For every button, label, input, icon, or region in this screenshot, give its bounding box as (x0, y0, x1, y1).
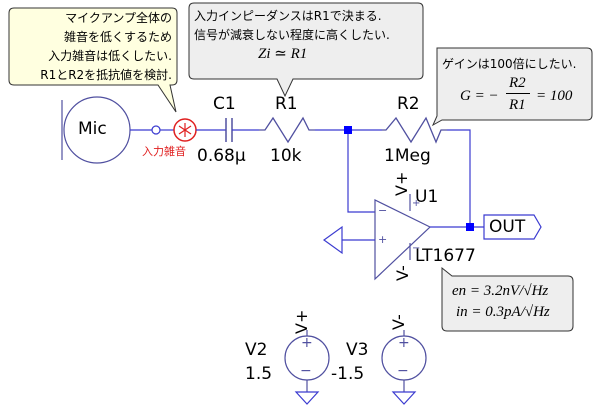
r1-name: R1 (275, 94, 298, 114)
junction-node (344, 126, 352, 134)
gain-note-line: ゲインは100倍にしたい. (442, 57, 577, 71)
v2-value: 1.5 (245, 364, 273, 384)
u1-name: U1 (415, 187, 439, 207)
r2-value: 1Meg (384, 146, 431, 166)
impedance-note-line: 入力インピーダンスはR1で決まる. (194, 9, 382, 23)
terminal-node[interactable] (151, 125, 161, 135)
noise-spec-text: en = 3.2nV/√Hz in = 0.3pA/√Hz (452, 281, 550, 323)
v2-net-label: V+ (292, 309, 311, 334)
gain-formula-numerator: R2 (509, 75, 526, 91)
balloon-noise-note (8, 7, 178, 113)
ground-flag-icon (322, 225, 343, 255)
v3-net-label: V- (389, 314, 408, 330)
u1-vminus-label: V- (393, 265, 412, 281)
u1-vplus-pin-mark: + (412, 198, 421, 209)
gain-formula-right: = 100 (536, 88, 573, 104)
v3-minus-icon: − (397, 363, 409, 379)
c1-name: C1 (213, 94, 236, 114)
gain-note-text: ゲインは100倍にしたい. G = − R2 R1 = 100 (442, 55, 576, 116)
ground-icon (294, 391, 320, 405)
noise-note-line: 雑音を低くするため (63, 30, 172, 44)
v2-plus-icon: + (301, 335, 313, 351)
noise-note-text: マイクアンプ全体の 雑音を低くするため 入力雑音は低くしたい. R1とR2を抵抗… (40, 9, 172, 85)
noise-note-line: マイクアンプ全体の (65, 11, 172, 25)
current-noise-density: in = 0.3pA/√Hz (456, 304, 550, 320)
balloon-noise-spec (441, 266, 574, 332)
wire (447, 129, 471, 226)
junction-node (466, 223, 474, 231)
out-port-flag[interactable] (483, 214, 542, 240)
asterisk-icon (178, 123, 192, 137)
mic-label: Mic (78, 119, 107, 139)
impedance-formula: Zi ≃ R1 (258, 46, 308, 62)
v3-value: -1.5 (331, 364, 365, 384)
c1-value: 0.68μ (197, 146, 246, 166)
resistor-r1[interactable] (259, 116, 315, 144)
resistor-r2[interactable] (382, 116, 447, 144)
voltage-noise-density: en = 3.2nV/√Hz (452, 283, 549, 299)
u1-vplus-label: V+ (392, 171, 411, 196)
u1-noninverting-pin: + (378, 233, 388, 246)
u1-model: LT1677 (415, 246, 476, 266)
fraction-bar (506, 93, 530, 94)
gain-formula-denominator: R1 (509, 97, 526, 113)
v3-plus-icon: + (398, 335, 410, 351)
r1-value: 10k (270, 146, 302, 166)
v2-minus-icon: − (300, 363, 312, 379)
noise-note-line: R1とR2を抵抗値を検討. (40, 68, 172, 82)
gain-formula: G = − R2 R1 = 100 (442, 74, 576, 116)
noise-note-line: 入力雑音は低くしたい. (48, 49, 172, 63)
impedance-note-line: 信号が減衰しない程度に高くしたい. (194, 28, 390, 42)
r2-name: R2 (397, 94, 420, 114)
u1-inverting-pin: − (378, 204, 388, 217)
wire (347, 134, 377, 213)
balloon-gain-note (431, 47, 593, 127)
v3-name: V3 (346, 340, 369, 360)
u1-vminus-pin-mark: − (412, 243, 421, 254)
ground-icon (391, 391, 417, 405)
impedance-note-text: 入力インピーダンスはR1で決まる. 信号が減衰しない程度に高くしたい. Zi ≃… (194, 7, 390, 64)
balloon-impedance-note (188, 2, 424, 98)
out-label: OUT (489, 217, 526, 237)
gain-formula-left: G = − (460, 88, 499, 104)
v2-name: V2 (245, 340, 268, 360)
noise-source-label: 入力雑音 (142, 145, 186, 158)
